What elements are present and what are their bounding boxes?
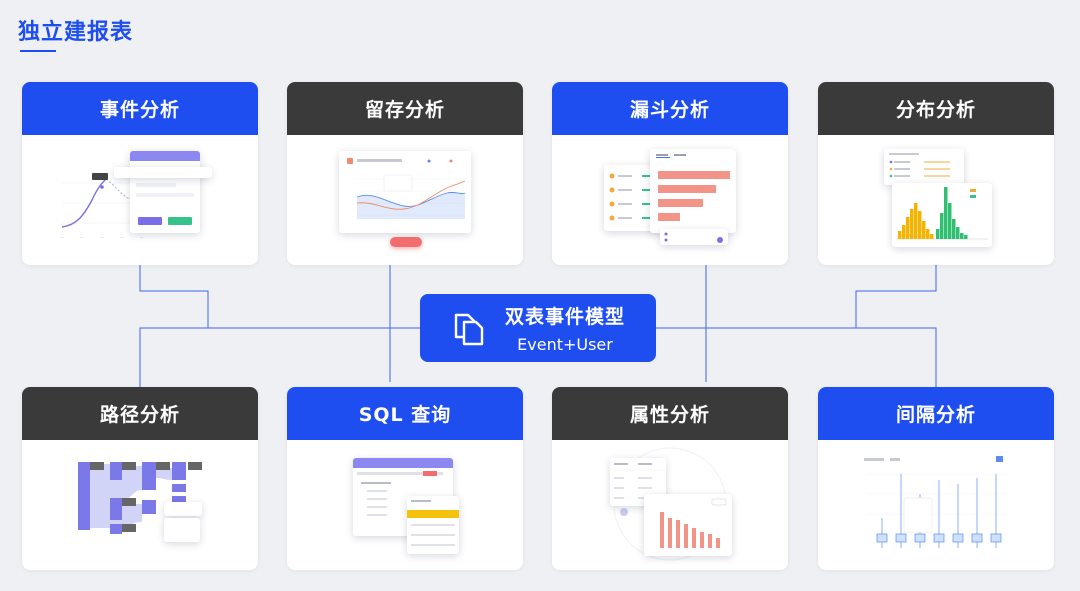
sql-query-thumbnail [287,440,523,570]
distribution-histogram-panel [892,183,992,247]
connector-interval [656,327,937,387]
event-analysis-thumbnail: --- --- --- --- --- [22,135,258,265]
card-distribution-analysis[interactable]: 分布分析 [818,82,1054,265]
hub-subtitle: Event+User [517,335,613,354]
interval-analysis-thumbnail [818,440,1054,570]
event-filter-panel [130,151,200,233]
event-condition-bar [114,167,212,178]
path-legend-panel [164,502,202,516]
card-title: SQL 查询 [287,387,523,440]
card-title: 分布分析 [818,82,1054,135]
card-path-analysis[interactable]: 路径分析 [22,387,258,570]
svg-text:---: --- [140,235,145,239]
connector-path [139,327,420,387]
card-funnel-analysis[interactable]: 漏斗分析 [552,82,788,265]
card-title: 属性分析 [552,387,788,440]
title-underline [20,50,56,52]
funnel-analysis-thumbnail [552,135,788,265]
connector-event [139,265,420,329]
retention-chart-panel [339,151,471,233]
property-bars-panel [644,494,732,556]
distribution-histogram [896,187,988,240]
sql-result-panel [407,496,459,554]
card-retention-analysis[interactable]: 留存分析 [287,82,523,265]
property-bar-chart [660,498,727,548]
card-event-analysis[interactable]: 事件分析 --- --- --- --- --- [22,82,258,265]
property-analysis-thumbnail [552,440,788,570]
distribution-legend-panel [884,149,964,185]
page-title: 独立建报表 [18,20,134,45]
funnel-legend-panel [660,229,728,245]
path-analysis-thumbnail [22,440,258,570]
svg-text:---: --- [100,235,105,239]
hub-title: 双表事件模型 [504,306,625,328]
funnel-bars-panel [650,149,736,233]
card-title: 路径分析 [22,387,258,440]
path-tooltip-panel [164,518,200,542]
copy-pages-icon [454,313,484,346]
card-title: 间隔分析 [818,387,1054,440]
svg-text:---: --- [120,235,125,239]
card-title: 漏斗分析 [552,82,788,135]
svg-text:---: --- [60,235,65,239]
svg-text:---: --- [80,235,85,239]
funnel-step-list [609,173,652,221]
card-property-analysis[interactable]: 属性分析 [552,387,788,570]
retention-area-chart [347,158,466,219]
card-title: 留存分析 [287,82,523,135]
hub-dual-table-model[interactable]: 双表事件模型 Event+User [420,294,656,362]
card-interval-analysis[interactable]: 间隔分析 [818,387,1054,570]
interval-boxplot-thumbnail [864,456,1008,548]
card-sql-query[interactable]: SQL 查询 [287,387,523,570]
retention-action-button [390,237,422,247]
path-sankey-thumbnail [78,462,202,534]
connector-distribution [656,265,937,329]
distribution-analysis-thumbnail [818,135,1054,265]
retention-analysis-thumbnail [287,135,523,265]
card-title: 事件分析 [22,82,258,135]
funnel-bar-chart [656,154,730,221]
